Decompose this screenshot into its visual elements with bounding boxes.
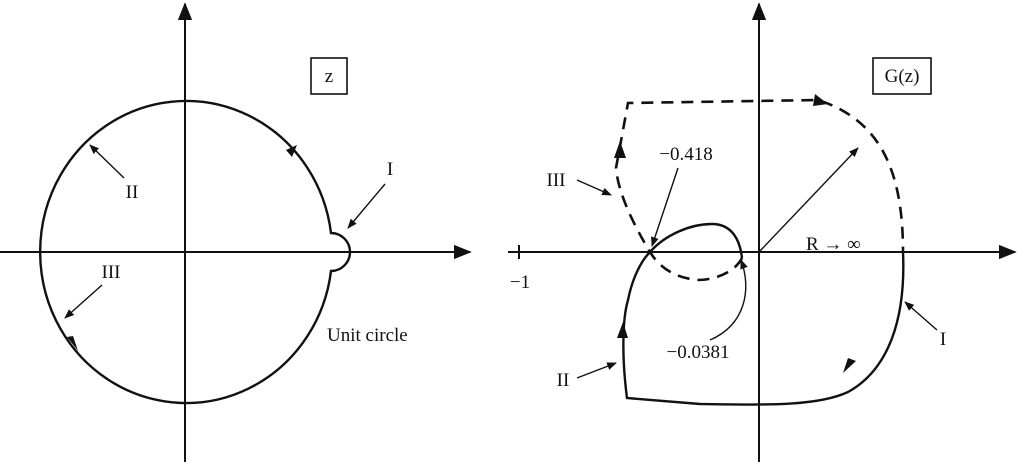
g-contour-arrow-dashed-left bbox=[614, 141, 626, 158]
z-plane-label-box bbox=[310, 57, 348, 95]
z-path-label-iii: III bbox=[102, 262, 121, 283]
g-crossing-leader-1 bbox=[651, 167, 679, 247]
g-plane-panel: −1 R → ∞ G(z) −0.418 −0.0381 III II I bbox=[508, 2, 1017, 462]
g-contour-dashed bbox=[614, 98, 905, 282]
z-plane-panel: z I II III Unit circle bbox=[0, 2, 472, 462]
z-contour bbox=[39, 99, 352, 405]
g-path-leader-i bbox=[904, 301, 938, 331]
g-crossing-leader-2 bbox=[709, 259, 748, 341]
g-plane-label: G(z) bbox=[885, 66, 920, 87]
g-path-label-ii: II bbox=[557, 370, 570, 391]
z-path-leader-i bbox=[347, 183, 386, 229]
g-path-label-iii: III bbox=[547, 170, 566, 191]
g-radius-line bbox=[758, 147, 859, 253]
z-path-leader-iii bbox=[64, 284, 103, 319]
g-path-label-i: I bbox=[940, 329, 946, 350]
g-contour-solid bbox=[622, 222, 905, 406]
g-crossing-label-1: −0.418 bbox=[659, 144, 712, 165]
z-contour-arrow-upper bbox=[286, 145, 297, 157]
z-path-label-ii: II bbox=[126, 182, 139, 203]
z-path-leader-ii bbox=[89, 144, 125, 179]
g-crossing-label-2: −0.0381 bbox=[667, 342, 730, 363]
g-plane-label-box bbox=[872, 57, 932, 95]
g-radius-label: R → ∞ bbox=[806, 234, 861, 255]
unit-circle-label: Unit circle bbox=[327, 325, 408, 346]
g-tick-minus-one-label: −1 bbox=[510, 272, 530, 293]
g-path-leader-iii bbox=[576, 179, 612, 196]
g-contour-arrow-left bbox=[617, 322, 628, 338]
g-contour-arrow-right bbox=[843, 358, 856, 373]
g-path-leader-ii bbox=[576, 362, 617, 379]
z-plane-label: z bbox=[325, 66, 333, 87]
z-contour-arrow-lower bbox=[67, 336, 78, 351]
g-contour-arrow-dashed-upper bbox=[813, 94, 828, 106]
z-path-label-i: I bbox=[387, 159, 393, 180]
